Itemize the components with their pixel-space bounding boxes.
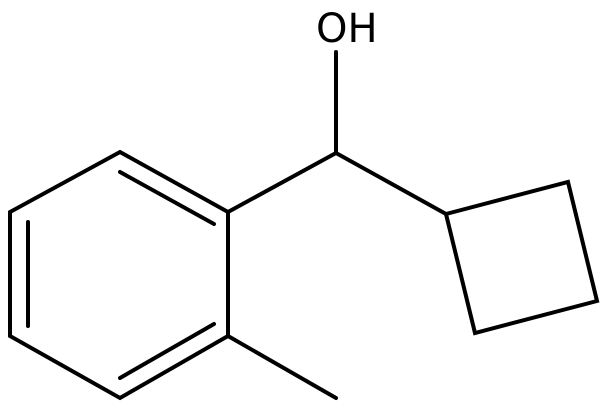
benzene-ring <box>8 149 230 401</box>
cyclobutyl-ring <box>443 179 600 336</box>
benzene-double-bond-top <box>118 170 216 226</box>
bond-methyl <box>226 334 338 400</box>
benzene-double-bond-bottom <box>118 322 216 380</box>
bond-carbinol-cyclobutyl <box>334 151 448 216</box>
hydroxyl-label: OH <box>316 6 378 52</box>
bond-carbinol-aryl <box>226 151 338 214</box>
